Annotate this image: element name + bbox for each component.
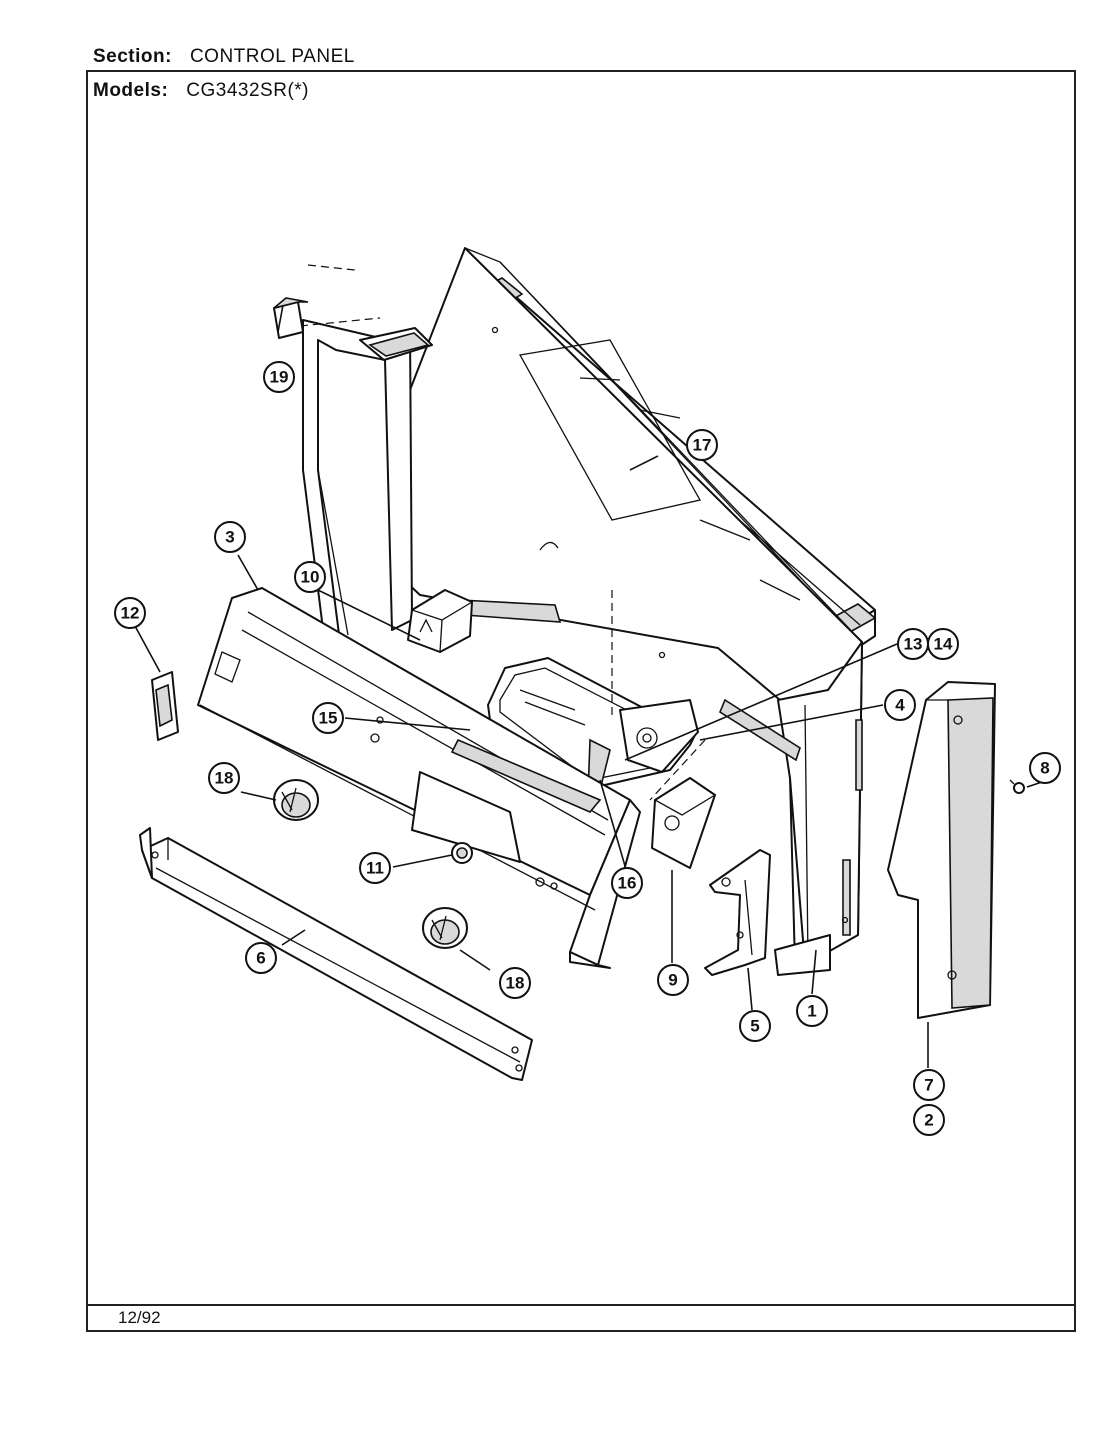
svg-text:2: 2 <box>924 1111 933 1130</box>
models-value: CG3432SR(*) <box>186 80 309 101</box>
date-code: 12/92 <box>118 1308 161 1327</box>
callout-12: 12 <box>114 597 146 629</box>
svg-text:5: 5 <box>750 1017 759 1036</box>
callout-4: 4 <box>884 689 916 721</box>
part-screw <box>1009 779 1025 794</box>
callout-17: 17 <box>686 429 718 461</box>
svg-text:1: 1 <box>807 1002 816 1021</box>
part-trim-strip <box>139 827 533 1081</box>
svg-text:16: 16 <box>618 874 637 893</box>
callout-14: 14 <box>927 628 959 660</box>
section-label: Section: <box>93 46 172 67</box>
svg-text:19: 19 <box>270 368 289 387</box>
part-indicator <box>451 842 473 864</box>
svg-text:3: 3 <box>225 528 234 547</box>
part-mounting-bracket <box>704 849 771 976</box>
callout-6: 6 <box>245 942 277 974</box>
part-knob-upper <box>273 779 319 821</box>
callout-9: 9 <box>657 964 689 996</box>
svg-text:13: 13 <box>904 635 923 654</box>
svg-text:9: 9 <box>668 971 677 990</box>
callout-18-lower: 18 <box>499 967 531 999</box>
callout-2: 2 <box>913 1104 945 1136</box>
svg-text:10: 10 <box>301 568 320 587</box>
models-heading: Models: CG3432SR(*) <box>93 80 309 102</box>
svg-text:14: 14 <box>934 635 953 654</box>
svg-text:18: 18 <box>506 974 525 993</box>
svg-text:8: 8 <box>1040 759 1049 778</box>
models-label: Models: <box>93 80 169 101</box>
svg-text:4: 4 <box>895 696 905 715</box>
callout-5: 5 <box>739 1010 771 1042</box>
svg-text:17: 17 <box>693 436 712 455</box>
svg-text:7: 7 <box>924 1076 933 1095</box>
callout-3: 3 <box>214 521 246 553</box>
part-end-cap <box>887 681 996 1019</box>
callout-15: 15 <box>312 702 344 734</box>
svg-text:18: 18 <box>215 769 234 788</box>
part-clip <box>273 297 309 339</box>
part-knob-lower <box>422 907 468 949</box>
part-back-frame <box>403 247 863 976</box>
svg-text:6: 6 <box>256 949 265 968</box>
svg-text:11: 11 <box>366 859 384 878</box>
callout-7: 7 <box>913 1069 945 1101</box>
part-control-panel <box>197 587 641 969</box>
callout-13: 13 <box>897 628 929 660</box>
callout-18-upper: 18 <box>208 762 240 794</box>
part-relay <box>407 589 474 653</box>
diagram-frame <box>86 70 1076 1332</box>
callout-16: 16 <box>611 867 643 899</box>
callout-19: 19 <box>263 361 295 393</box>
footer-divider <box>86 1304 1076 1306</box>
leader-lines <box>134 304 1046 1068</box>
svg-text:12: 12 <box>121 604 140 623</box>
part-side-bracket <box>299 264 433 646</box>
part-thermostat <box>651 777 717 869</box>
callout-1: 1 <box>796 995 828 1027</box>
svg-text:15: 15 <box>319 709 338 728</box>
callout-8: 8 <box>1029 752 1061 784</box>
assembly-lines <box>611 590 706 801</box>
callout-10: 10 <box>294 561 326 593</box>
callout-11: 11 <box>359 852 391 884</box>
section-heading: Section: CONTROL PANEL <box>93 46 355 68</box>
section-value: CONTROL PANEL <box>189 46 355 67</box>
part-rocker-switch <box>151 671 179 741</box>
